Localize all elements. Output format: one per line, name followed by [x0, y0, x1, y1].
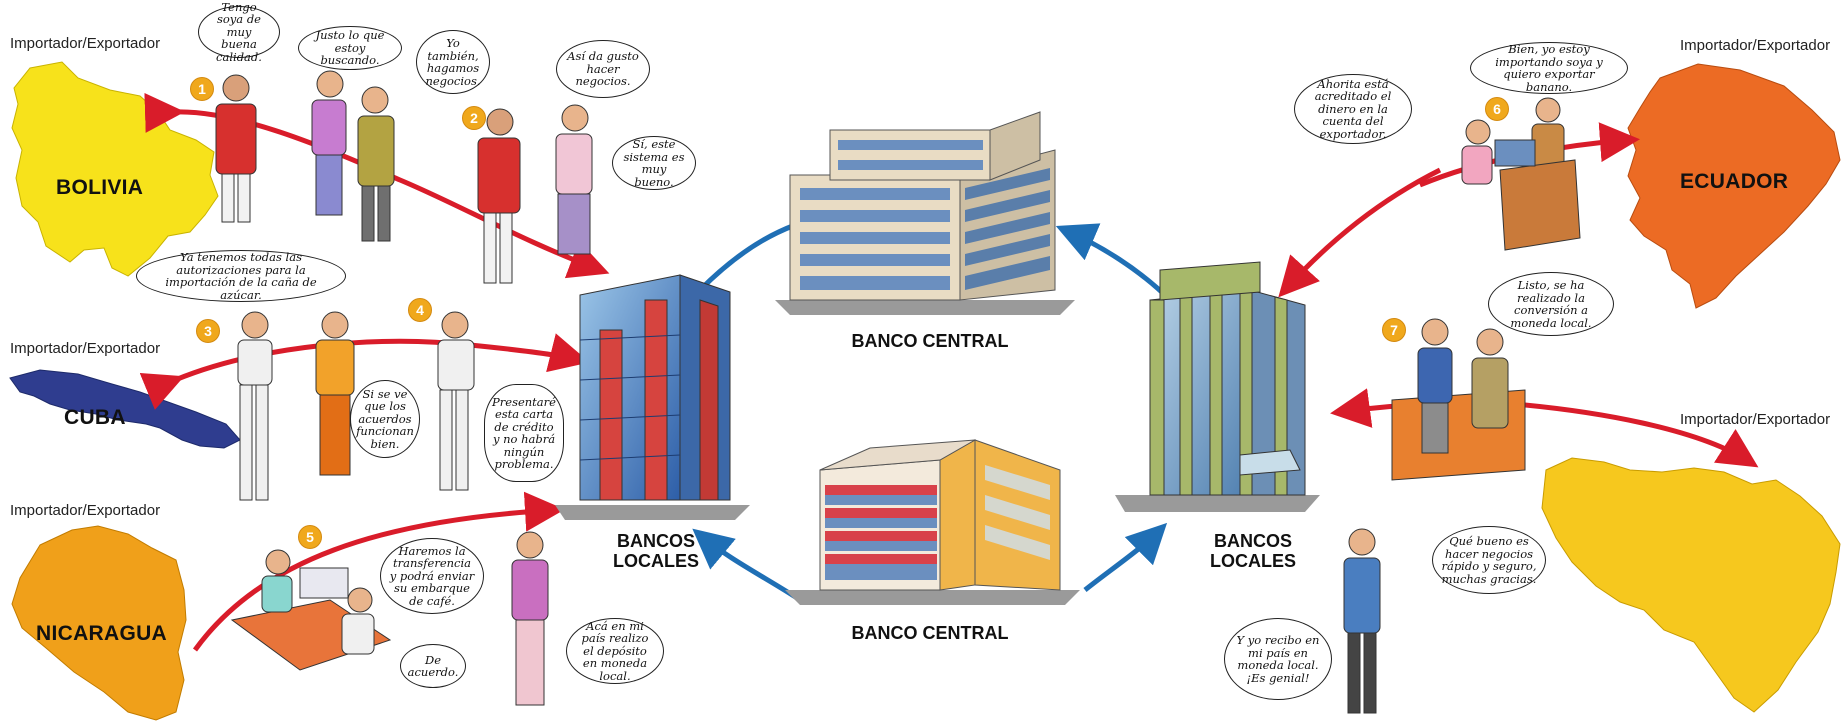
step-2-badge: 2: [462, 106, 486, 130]
step-1-badge: 1: [190, 77, 214, 101]
speech-bubble-7: Si se ve que los acuerdos funcionan bien…: [350, 380, 420, 458]
step-5-badge: 5: [298, 525, 322, 549]
local-bank-right-building: [1115, 261, 1320, 512]
local-banks-left-line1: BANCOS: [616, 531, 695, 551]
central-bank-top-building: [775, 111, 1075, 315]
country-bolivia: BOLIVIA: [56, 176, 144, 199]
local-banks-right-line2: LOCALES: [1209, 551, 1296, 571]
speech-bubble-11: Acá en mi país realizo el depósito en mo…: [566, 618, 664, 684]
people-figures: [215, 70, 1581, 714]
speech-bubble-13: Bien, yo estoy importando soya y quiero …: [1470, 42, 1628, 94]
cuba-map: [9, 369, 241, 449]
speech-bubble-4: Así da gusto hacer negocios.: [556, 40, 650, 98]
speech-bubble-6: Ya tenemos todas las autorizaciones para…: [136, 250, 346, 302]
step-6-badge: 6: [1485, 97, 1509, 121]
venezuela-map: [1541, 457, 1841, 713]
country-nicaragua: NICARAGUA: [36, 622, 168, 645]
central-bank-bottom-label: BANCO CENTRAL: [851, 623, 1009, 643]
speech-bubble-12: Ahorita está acreditado el dinero en la …: [1294, 74, 1412, 144]
speech-bubble-5: Sí, este sistema es muy bueno.: [612, 136, 696, 190]
country-ecuador: ECUADOR: [1680, 170, 1789, 193]
local-banks-right-line1: BANCOS: [1213, 531, 1292, 551]
bolivia-map: [11, 61, 219, 277]
speech-bubble-3: Yo también, hagamos negocios.: [416, 30, 490, 94]
speech-bubble-2: Justo lo que estoy buscando.: [298, 26, 402, 70]
local-banks-left-line2: LOCALES: [612, 551, 699, 571]
speech-bubble-16: Y yo recibo en mi país en moneda local. …: [1224, 618, 1332, 700]
local-bank-left-building: [555, 274, 750, 520]
importer-exporter-label-cuba: Importador/Exportador: [10, 340, 161, 357]
central-bank-bottom-building: [785, 439, 1080, 605]
country-cuba: CUBA: [64, 406, 126, 429]
speech-bubble-14: Listo, se ha realizado la conversión a m…: [1488, 272, 1614, 336]
importer-exporter-label-bolivia: Importador/Exportador: [10, 35, 161, 52]
step-7-badge: 7: [1382, 318, 1406, 342]
speech-bubble-15: Qué bueno es hacer negocios rápido y seg…: [1432, 526, 1546, 594]
speech-bubble-8: Presentaré esta carta de crédito y no ha…: [484, 384, 564, 482]
step-3-badge: 3: [196, 319, 220, 343]
local-banks-right-label: BANCOS LOCALES: [1193, 531, 1313, 571]
speech-bubble-10: De acuerdo.: [400, 644, 466, 688]
step-4-badge: 4: [408, 298, 432, 322]
importer-exporter-label-ecuador: Importador/Exportador: [1680, 37, 1831, 54]
central-bank-top-label: BANCO CENTRAL: [851, 331, 1009, 351]
importer-exporter-label-nicaragua: Importador/Exportador: [10, 502, 161, 519]
speech-bubble-1: Tengo soya de muy buena calidad.: [198, 1, 280, 63]
speech-bubble-9: Haremos la transferencia y podrá enviar …: [380, 538, 484, 614]
local-banks-left-label: BANCOS LOCALES: [596, 531, 716, 571]
importer-exporter-label-venezuela: Importador/Exportador: [1680, 411, 1831, 428]
nicaragua-map: [11, 525, 187, 721]
